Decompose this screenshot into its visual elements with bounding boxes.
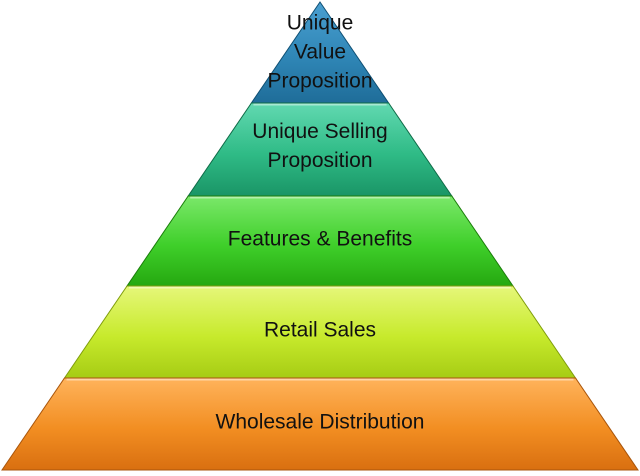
pyramid-tier-2-label-line-1: Unique Selling — [252, 120, 387, 143]
pyramid-tier-5-label-line-1: Wholesale Distribution — [216, 411, 425, 434]
pyramid-tier-2-label-line-2: Proposition — [267, 149, 372, 172]
pyramid-tier-1-label-line-2: Value — [294, 41, 346, 64]
pyramid-tier-1-label-line-1: Unique — [287, 12, 354, 35]
pyramid-tier-5 — [1, 377, 639, 471]
pyramid-tier-1-label-line-3: Proposition — [267, 70, 372, 93]
pyramid-tier-3-label-line-1: Features & Benefits — [228, 228, 412, 251]
pyramid-tier-4-label-line-1: Retail Sales — [264, 319, 376, 342]
